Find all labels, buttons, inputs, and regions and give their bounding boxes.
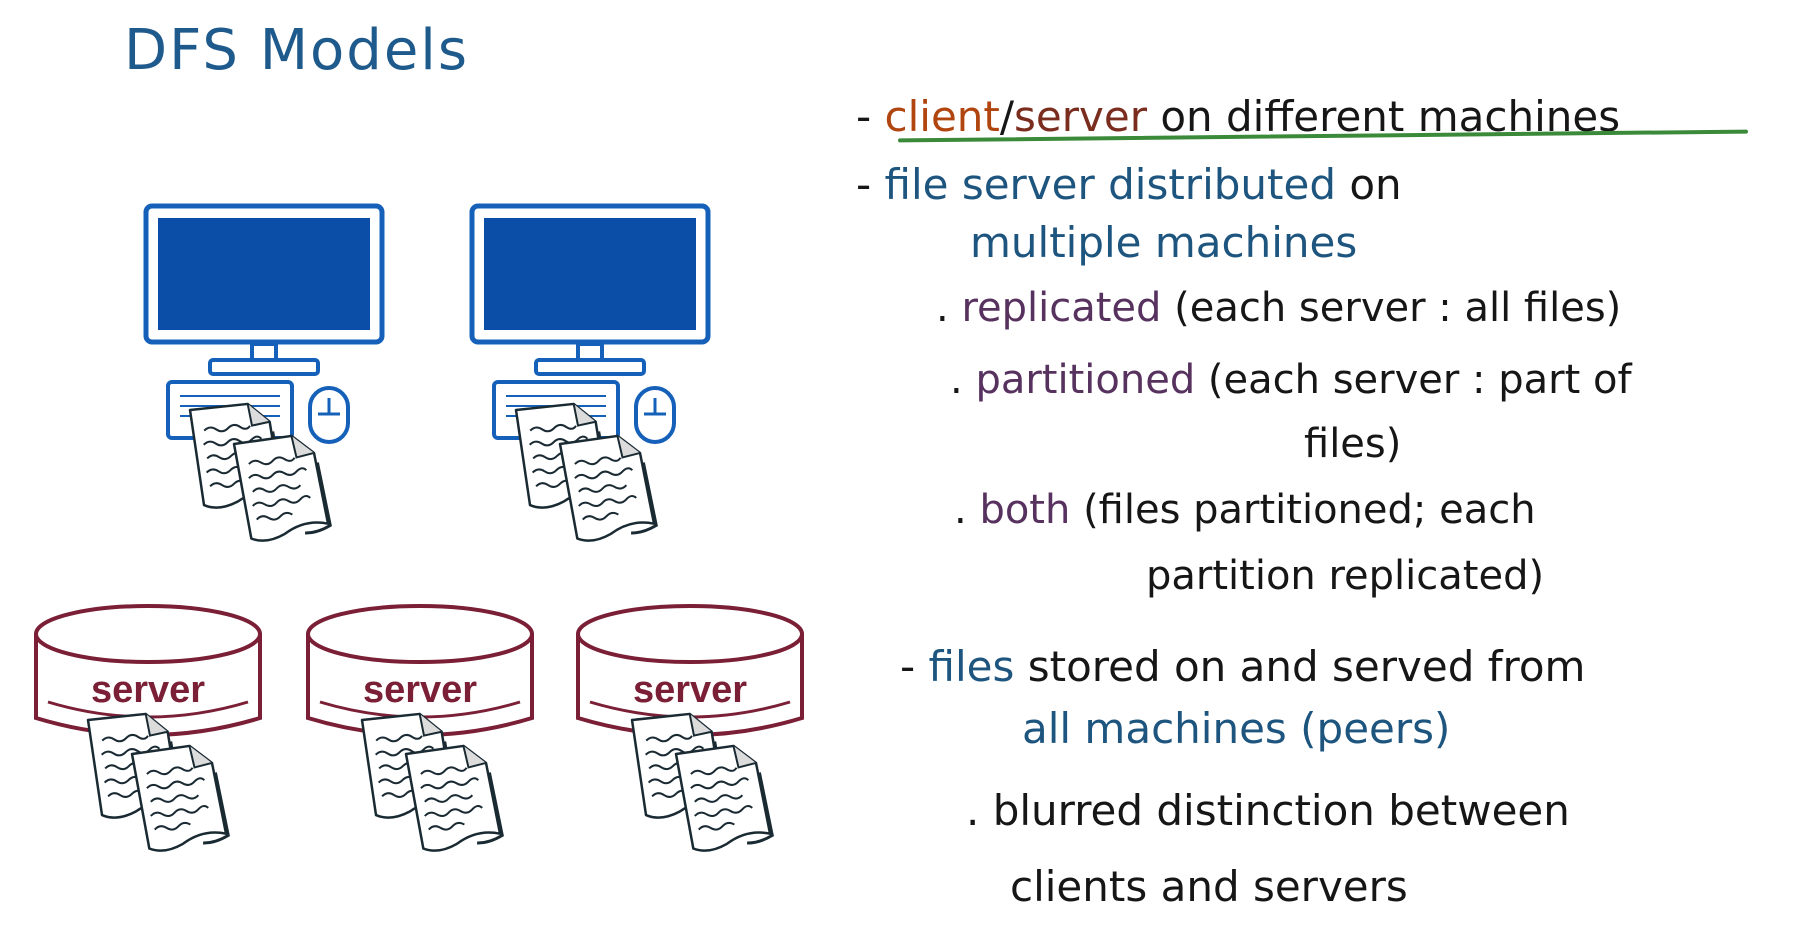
page-title: DFS Models bbox=[124, 18, 470, 83]
bullet: . bbox=[954, 487, 967, 533]
note-file-server-distributed: - file server distributed on bbox=[856, 164, 1402, 206]
server-disk: server bbox=[576, 604, 804, 737]
dash: - bbox=[856, 160, 872, 209]
client-term: client bbox=[884, 92, 1000, 141]
note-blurred: . blurred distinction between bbox=[966, 790, 1570, 832]
slash: / bbox=[999, 92, 1015, 141]
dash: - bbox=[900, 642, 916, 691]
dash: - bbox=[856, 92, 872, 141]
highlight-term: file server distributed bbox=[884, 160, 1336, 209]
note-partition-replicated: partition replicated) bbox=[1146, 553, 1545, 599]
note-partitioned: . partitioned (each server : part of bbox=[950, 360, 1632, 400]
note-files-close: files) bbox=[1304, 421, 1402, 467]
note-text: stored on and served from bbox=[1027, 642, 1586, 691]
note-text: (each server : part of bbox=[1207, 357, 1632, 403]
server-disk: server bbox=[306, 604, 534, 737]
server-label: server bbox=[91, 669, 205, 711]
highlight-term: replicated bbox=[961, 285, 1162, 331]
note-files-stored: - files stored on and served from bbox=[900, 646, 1585, 688]
server-label: server bbox=[363, 669, 477, 711]
highlight-term: files bbox=[928, 642, 1015, 691]
note-text: blurred distinction between bbox=[992, 786, 1570, 835]
server-label: server bbox=[633, 669, 747, 711]
note-text: on different machines bbox=[1160, 92, 1621, 141]
bullet: . bbox=[950, 357, 963, 403]
note-both: . both (files partitioned; each bbox=[954, 490, 1536, 530]
note-multiple-machines: multiple machines bbox=[970, 218, 1358, 267]
note-text: on bbox=[1349, 160, 1402, 209]
note-text: (each server : all files) bbox=[1174, 285, 1622, 331]
note-replicated: . replicated (each server : all files) bbox=[936, 288, 1621, 328]
note-all-machines: all machines (peers) bbox=[1022, 704, 1451, 753]
highlight-term: both bbox=[979, 487, 1071, 533]
note-client-server: - client/server on different machines bbox=[856, 96, 1620, 138]
note-clients-and-servers: clients and servers bbox=[1010, 862, 1408, 911]
highlight-term: partitioned bbox=[975, 357, 1196, 403]
note-text: (files partitioned; each bbox=[1083, 487, 1536, 533]
server-term: server bbox=[1014, 92, 1147, 141]
bullet: . bbox=[966, 786, 980, 835]
server-disk: server bbox=[34, 604, 262, 737]
bullet: . bbox=[936, 285, 949, 331]
